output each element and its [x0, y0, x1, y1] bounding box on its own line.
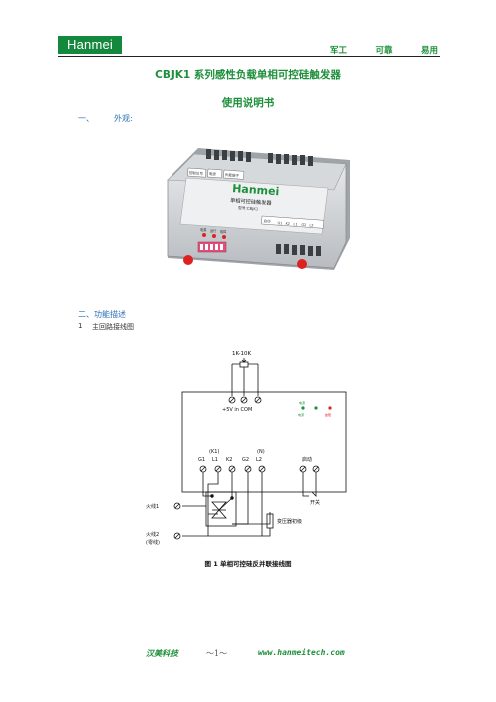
product-photo: 控制信号 电源 负载端子 Hanmei 单相可控硅触发器 型号:CBJK1 电源…	[167, 148, 350, 270]
load-label: 变压器初级	[277, 518, 302, 525]
photo-red-clip-left	[183, 255, 193, 265]
section-1-label: 外观:	[114, 114, 133, 123]
terminal-label-l2: L2	[256, 457, 262, 463]
terminal-label-k2: K2	[226, 457, 232, 463]
photo-led-fault	[222, 235, 226, 239]
photo-led-run	[212, 234, 216, 238]
diagram-led-2	[314, 406, 318, 410]
wiring-diagram: 1K-10K +5V in COM 电源 电源 故障 (K1) (N) G1 L…	[146, 351, 347, 546]
document-subtitle: 使用说明书	[221, 97, 275, 109]
terminal-label-l1: L1	[212, 457, 218, 463]
photo-led-label-1: 电源	[200, 227, 207, 232]
diagram-led-3	[328, 406, 332, 410]
photo-brand: Hanmei	[232, 182, 280, 198]
terminal-label-g2: G2	[242, 457, 249, 463]
pot-label: 1K-10K	[232, 351, 252, 357]
controller-box	[181, 391, 347, 493]
diagram-led-label-top: 电源	[299, 400, 305, 405]
photo-right-label-1: 启动	[264, 218, 272, 224]
photo-right-label-2: G1	[277, 221, 282, 225]
live2-label: 火线2	[146, 531, 159, 538]
photo-right-label-4: L1	[293, 222, 297, 226]
switch-label: 开关	[310, 499, 320, 506]
diagram-led-label-1: 电源	[298, 412, 304, 417]
live1-label: 火线1	[146, 503, 159, 510]
slogan-word-1: 军工	[330, 46, 348, 56]
section-2-label: 二、功能描述	[78, 310, 126, 319]
document-title: CBJK1 系列感性负载单相可控硅触发器	[155, 69, 341, 81]
diagram-led-1	[301, 406, 305, 410]
bracket-k1: (K1)	[209, 449, 219, 455]
neutral-label: (零线)	[146, 539, 160, 546]
company-logo: Hanmei	[58, 36, 122, 54]
photo-right-label-5: G2	[301, 223, 306, 227]
slogan-word-2: 可靠	[375, 46, 393, 56]
bracket-n: (N)	[257, 449, 265, 455]
footer-company: 汉美科技	[146, 649, 178, 658]
diagram-led-label-3: 故障	[325, 412, 331, 417]
terminal-label-g1: G1	[198, 457, 205, 463]
photo-led-power	[202, 233, 206, 237]
photo-led-label-2: 运行	[210, 228, 217, 233]
section-1-number: 一、	[78, 114, 94, 123]
switch-symbol	[302, 472, 317, 497]
subsection-1-number: 1	[78, 322, 83, 330]
footer-website[interactable]: www.hanmeitech.com	[258, 648, 345, 657]
header-slogan: 军工 可靠 易用	[330, 44, 438, 56]
bottom-terminals	[199, 465, 320, 473]
potentiometer	[239, 361, 249, 368]
top-terminals	[228, 396, 262, 404]
photo-right-label-3: K2	[285, 222, 290, 226]
subsection-1-label: 主回路接线图	[92, 323, 134, 331]
photo-left-label-1: 控制信号	[189, 170, 204, 176]
thyristor-pair	[205, 491, 237, 527]
photo-model: 型号:CBJK1	[238, 205, 259, 211]
start-label: 启动	[302, 456, 312, 463]
photo-led-label-3: 故障	[220, 229, 227, 234]
top-terminal-labels: +5V in COM	[222, 407, 252, 413]
photo-product-name: 单相可控硅触发器	[230, 196, 273, 207]
photo-red-clip-right	[297, 259, 307, 269]
slogan-word-3: 易用	[420, 46, 438, 56]
photo-left-label-2: 电源	[209, 171, 217, 177]
photo-right-label-6: L2	[309, 223, 313, 227]
photo-left-label-3: 负载端子	[225, 172, 240, 178]
footer-page-number: ～1～	[206, 649, 228, 658]
figure-caption: 图 1 单相可控硅反并联接线图	[204, 560, 292, 568]
header-divider	[58, 56, 440, 57]
